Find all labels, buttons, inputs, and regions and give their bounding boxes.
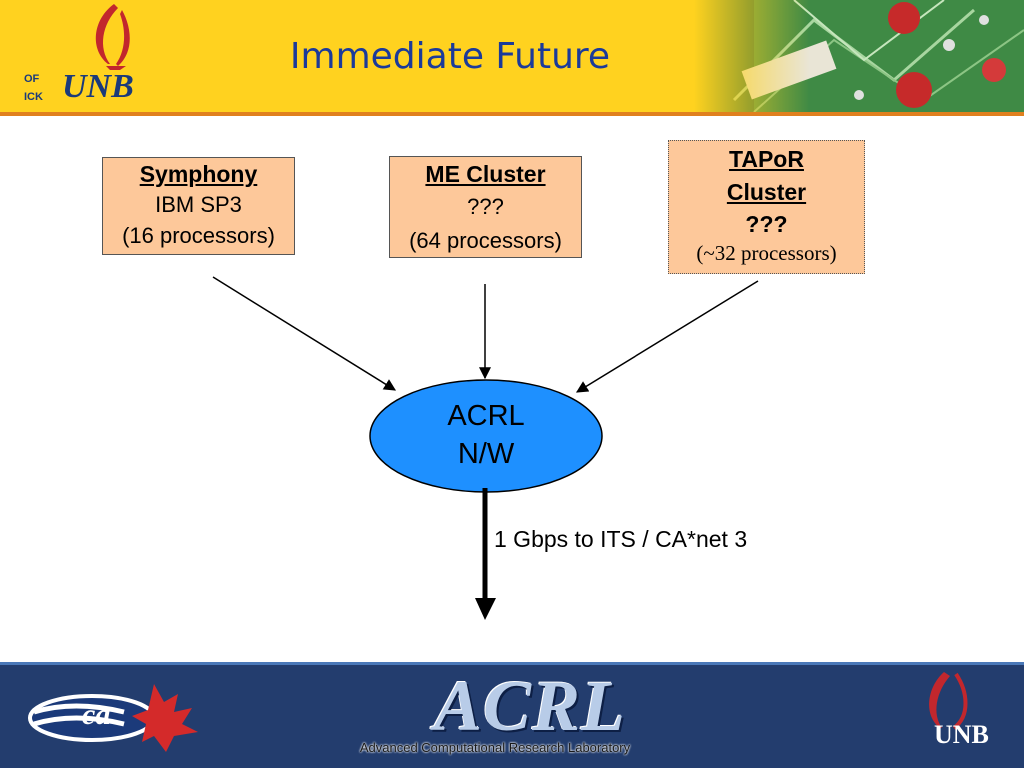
node-tapor-model: ??? xyxy=(745,211,788,237)
node-symphony-processors: (16 processors) xyxy=(122,223,275,248)
node-symphony-model: IBM SP3 xyxy=(155,192,242,217)
hub-label-line2: N/W xyxy=(457,438,515,470)
outbound-link-label: 1 Gbps to ITS / CA*net 3 xyxy=(494,526,748,552)
node-symphony: Symphony IBM SP3 (16 processors) xyxy=(102,157,295,255)
acrl-caption: Advanced Computational Research Laborato… xyxy=(359,740,631,755)
outbound-arrowhead xyxy=(475,598,496,620)
unb-wordmark: UNB xyxy=(62,68,134,105)
header-divider xyxy=(0,112,1024,116)
node-me-cluster-processors: (64 processors) xyxy=(409,228,562,253)
unb-side-text: OF ICK xyxy=(24,73,43,103)
canet-logo-text: ca xyxy=(82,698,111,731)
node-me-cluster: ME Cluster ??? (64 processors) xyxy=(389,156,582,258)
node-me-cluster-model: ??? xyxy=(467,194,504,219)
header-banner: UNB OF ICK Immediate Future xyxy=(0,0,1024,112)
acrl-wordmark: ACRL xyxy=(433,666,627,746)
node-me-cluster-name: ME Cluster xyxy=(425,161,546,187)
edge-tapor-to-hub xyxy=(575,280,759,393)
unb-footer-wordmark: UNB xyxy=(934,720,989,749)
edge-symphony-to-hub xyxy=(212,276,397,391)
hub-label-line1: ACRL xyxy=(447,400,525,432)
node-tapor-processors: (~32 processors) xyxy=(696,241,837,265)
footer-banner: ca UNB xyxy=(0,662,1024,768)
slide-title: Immediate Future xyxy=(289,36,611,77)
node-tapor-name2: Cluster xyxy=(726,179,807,205)
footer-divider xyxy=(0,662,1024,665)
canet-logo xyxy=(28,684,198,752)
node-symphony-name: Symphony xyxy=(139,161,258,187)
circuit-board-image xyxy=(694,0,1024,112)
node-tapor-name: TAPoR xyxy=(729,146,804,172)
node-tapor: TAPoR Cluster ??? (~32 processors) xyxy=(668,140,865,274)
unb-sail-logo xyxy=(95,4,130,70)
node-hub: ACRL N/W xyxy=(370,380,602,492)
unb-footer-logo xyxy=(929,672,968,730)
